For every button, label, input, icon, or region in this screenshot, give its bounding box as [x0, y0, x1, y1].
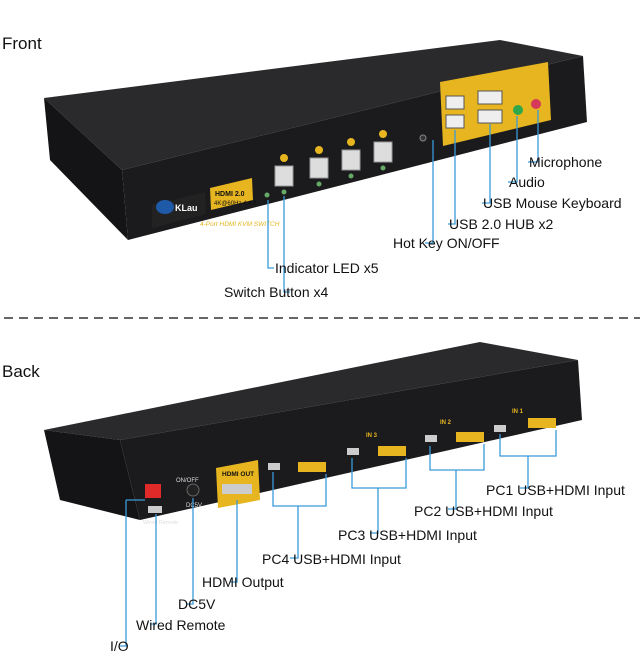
model-line1: HDMI 2.0: [215, 191, 245, 198]
callout-hotkey: [425, 140, 434, 244]
on-off-text: ON/OFF: [176, 478, 199, 484]
in1-badge: IN 1: [512, 409, 524, 415]
callout-pc3-bracket: [351, 458, 407, 489]
callout-dc5v: [186, 498, 194, 605]
in3-badge: IN 3: [366, 433, 378, 439]
back-device: ON/OFF Wired Remote DC5V HDMI OUT IN 3 I…: [44, 342, 582, 526]
callout-usb-kb: [482, 124, 491, 204]
label-usb-hub: USB 2.0 HUB x2: [449, 216, 554, 232]
hdmi1-port: [528, 418, 556, 428]
hdmi2-port: [456, 432, 484, 442]
switch-button-1: [274, 165, 294, 187]
model-line2: 4K@60Hz 4:4:4: [214, 201, 257, 207]
callout-usb-hub: [448, 130, 456, 225]
label-pc4: PC4 USB+HDMI Input: [262, 551, 401, 567]
hdmi4-port: [298, 462, 326, 472]
hdmi-out-port: [222, 484, 252, 494]
label-pc3: PC3 USB+HDMI Input: [338, 527, 477, 543]
callout-led: [267, 200, 274, 269]
label-wired-remote: Wired Remote: [136, 617, 226, 633]
callout-wired-remote: [150, 514, 157, 625]
label-usb-mouse-keyboard: USB Mouse Keyboard: [483, 195, 622, 211]
hdmi3-port: [378, 446, 406, 456]
usb3-port: [347, 448, 359, 455]
usb-hub-port-1: [445, 95, 465, 110]
back-device-top: [44, 342, 578, 440]
callout-button: [283, 196, 290, 293]
hdmi-out-text: HDMI OUT: [222, 471, 254, 478]
usb1-port: [494, 425, 506, 432]
label-hot-key: Hot Key ON/OFF: [393, 235, 500, 251]
brand-logo-text: KLau: [175, 203, 198, 213]
model-badge: [210, 178, 253, 210]
label-indicator-led: Indicator LED x5: [275, 260, 379, 276]
callout-io: [120, 500, 127, 647]
indicator-led-5: [264, 192, 270, 198]
switch-button-2: [309, 157, 329, 179]
usb-hub-port-2: [445, 114, 465, 129]
brand-logo-bg: [152, 192, 206, 228]
wired-remote-port: [148, 506, 162, 513]
label-hdmi-output: HDMI Output: [202, 574, 284, 590]
label-microphone: Microphone: [529, 154, 603, 170]
front-section-title: Front: [2, 34, 42, 53]
indicator-led-4: [380, 165, 386, 171]
power-switch: [145, 484, 161, 498]
audio-jack: [513, 105, 523, 115]
callout-pc4-bracket: [272, 472, 327, 507]
callout-pc1: [520, 456, 529, 489]
callout-pc3: [370, 488, 379, 534]
switch-button-3: [341, 149, 361, 171]
label-switch-button: Switch Button x4: [224, 284, 329, 300]
back-section-title: Back: [2, 362, 40, 381]
front-callout-lines: [267, 110, 539, 293]
callout-audio: [508, 116, 518, 183]
callout-pc2: [448, 470, 457, 510]
port-number-1: [280, 154, 288, 162]
dc5v-text: DC5V: [186, 503, 202, 509]
brand-logo-icon: [156, 200, 174, 214]
label-audio: Audio: [509, 174, 545, 190]
port-number-3: [347, 138, 355, 146]
switch-button-4: [373, 141, 393, 163]
front-device-side: [44, 98, 128, 240]
front-device-top: [44, 40, 583, 170]
callout-microphone: [528, 110, 539, 163]
back-device-side: [44, 430, 140, 520]
port-number-2: [315, 146, 323, 154]
model-line3: 4-Port HDMI KVM SWITCH: [200, 221, 280, 228]
front-device: KLau HDMI 2.0 4K@60Hz 4:4:4 4-Port HDMI …: [44, 40, 587, 240]
callout-hdmi-output: [230, 500, 238, 583]
label-io: I/O: [110, 638, 129, 654]
wired-remote-text: Wired Remote: [143, 520, 178, 526]
label-dc5v: DC5V: [178, 596, 216, 612]
indicator-led-3: [348, 173, 354, 179]
label-pc1: PC1 USB+HDMI Input: [486, 482, 625, 498]
callout-pc2-bracket: [429, 444, 485, 471]
usb-kb-port-1: [477, 90, 503, 105]
callout-pc4: [290, 506, 299, 559]
hotkey-button: [419, 134, 427, 142]
port-number-4: [379, 130, 387, 138]
indicator-led-1: [281, 189, 287, 195]
microphone-jack: [531, 99, 541, 109]
label-pc2: PC2 USB+HDMI Input: [414, 503, 553, 519]
dc-jack: [186, 483, 200, 497]
back-callout-lines: [120, 430, 557, 647]
usb4-port: [268, 463, 280, 470]
usb2-port: [425, 435, 437, 442]
in2-badge: IN 2: [440, 420, 452, 426]
indicator-led-2: [316, 181, 322, 187]
usb-kb-port-2: [477, 109, 503, 124]
